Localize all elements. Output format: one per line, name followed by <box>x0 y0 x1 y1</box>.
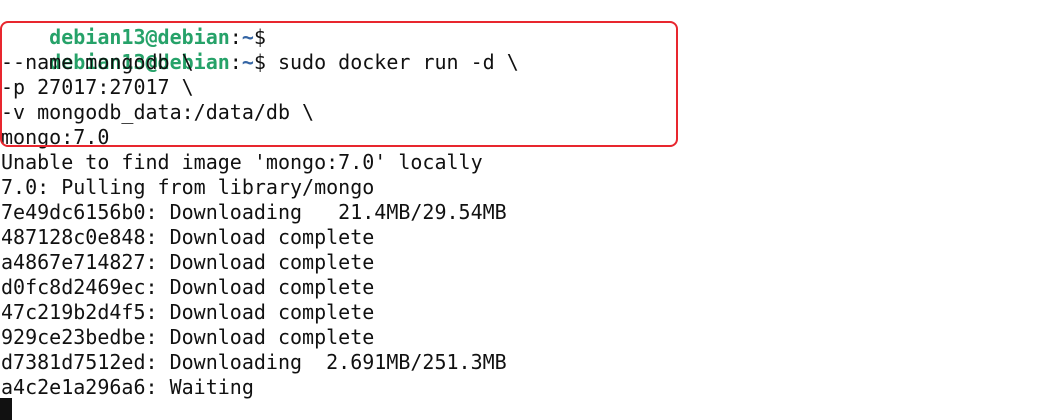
prompt-user-host: debian13@debian <box>49 50 230 74</box>
prompt-path: ~ <box>241 25 254 49</box>
prompt-line-empty: debian13@debian:~$ <box>1 0 266 49</box>
prompt-user-host: debian13@debian <box>49 25 230 49</box>
prompt-line-command: debian13@debian:~$ sudo docker run -d \ <box>1 25 519 74</box>
output-line: d0fc8d2469ec: Download complete <box>1 275 375 299</box>
output-line: 7e49dc6156b0: Downloading 21.4MB/29.54MB <box>1 200 507 224</box>
prompt-symbol: $ <box>253 50 266 74</box>
prompt-separator: : <box>229 50 242 74</box>
output-line: Unable to find image 'mongo:7.0' locally <box>1 150 483 174</box>
prompt-path: ~ <box>241 50 254 74</box>
output-line: 7.0: Pulling from library/mongo <box>1 175 375 199</box>
prompt-separator: : <box>229 25 242 49</box>
command-line-4: -v mongodb_data:/data/db \ <box>1 100 315 124</box>
command-highlight-box <box>0 21 678 147</box>
terminal-cursor <box>0 398 12 420</box>
output-line: a4867e714827: Download complete <box>1 250 375 274</box>
command-line-2: --name mongodb \ <box>1 50 194 74</box>
output-line: 487128c0e848: Download complete <box>1 225 375 249</box>
command-line-1: sudo docker run -d \ <box>265 50 519 74</box>
output-line: d7381d7512ed: Downloading 2.691MB/251.3M… <box>1 350 507 374</box>
output-line: 929ce23bedbe: Download complete <box>1 325 375 349</box>
command-line-3: -p 27017:27017 \ <box>1 75 194 99</box>
prompt-symbol: $ <box>253 25 266 49</box>
output-line: a4c2e1a296a6: Waiting <box>1 375 254 399</box>
output-line: 47c219b2d4f5: Download complete <box>1 300 375 324</box>
